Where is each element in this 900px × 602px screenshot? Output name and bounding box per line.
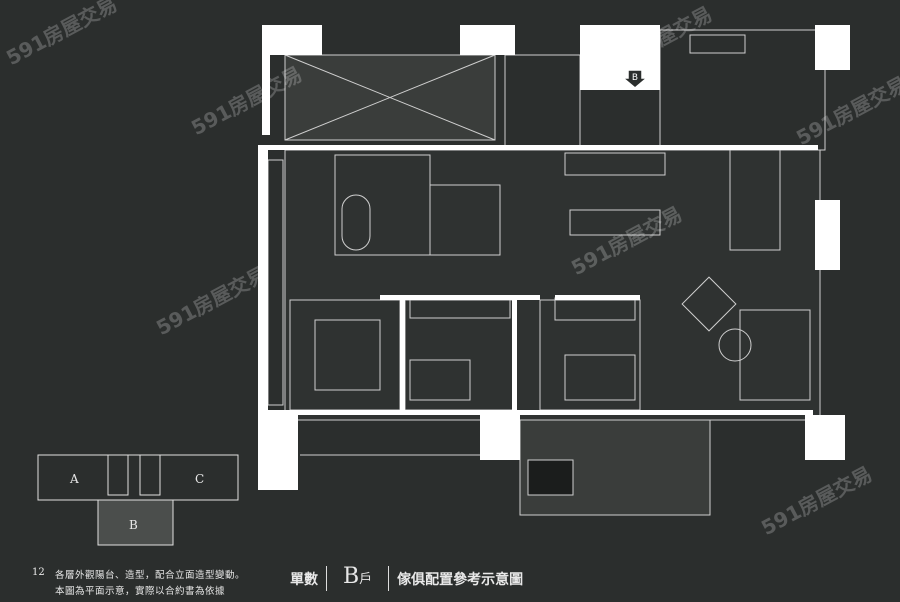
- entrance-arrow-icon: [620, 69, 650, 89]
- note-line: 本圖為平面示意，實際以合約書為依據: [55, 586, 226, 597]
- entrance-corridor: [504, 54, 581, 151]
- plan-title: 單數 B戶 傢俱配置參考示意圖: [290, 566, 523, 591]
- caption: 傢俱配置參考示意圖: [397, 571, 524, 588]
- island: [569, 209, 661, 236]
- bed: [564, 354, 636, 401]
- rug: [681, 276, 737, 332]
- bed: [314, 319, 381, 391]
- page-number: 12: [32, 567, 45, 578]
- entrance-marker: B: [632, 73, 638, 83]
- bed: [409, 359, 471, 401]
- walls: [258, 25, 850, 490]
- key-plan-unit-c: C: [195, 472, 205, 486]
- key-plan: [37, 454, 239, 546]
- coffee-table: [718, 328, 752, 362]
- sofa: [739, 309, 811, 401]
- key-plan-unit-a: A: [70, 472, 79, 486]
- piano: [689, 34, 746, 54]
- planter: [527, 459, 574, 496]
- unit-label: B戶: [326, 566, 390, 591]
- category-label: 單數: [290, 571, 318, 588]
- note-line: 各層外觀陽台、造型，配合立面造型變動。: [55, 570, 246, 581]
- key-plan-unit-b: B: [129, 518, 138, 532]
- bathtub: [341, 194, 371, 251]
- living-area: [284, 149, 821, 421]
